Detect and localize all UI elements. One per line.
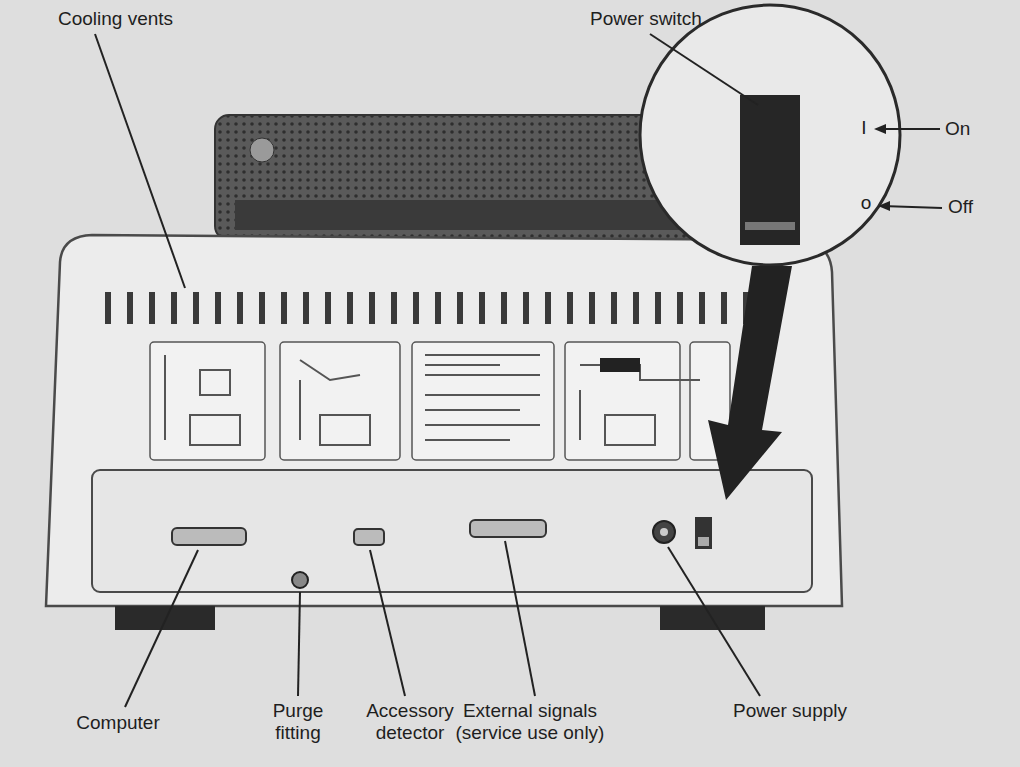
state-label: On: [945, 118, 970, 140]
part-label: Power switch: [590, 8, 702, 30]
switch-mark: I: [861, 117, 866, 139]
part-label: Cooling vents: [58, 8, 173, 30]
part-label: External signals (service use only): [446, 700, 614, 744]
switch-mark: o: [861, 192, 872, 214]
part-label: Power supply: [733, 700, 847, 722]
part-label: Purge fitting: [262, 700, 334, 744]
part-label: Accessory detector: [354, 700, 466, 744]
part-label: Computer: [76, 712, 159, 734]
state-label: Off: [948, 196, 973, 218]
